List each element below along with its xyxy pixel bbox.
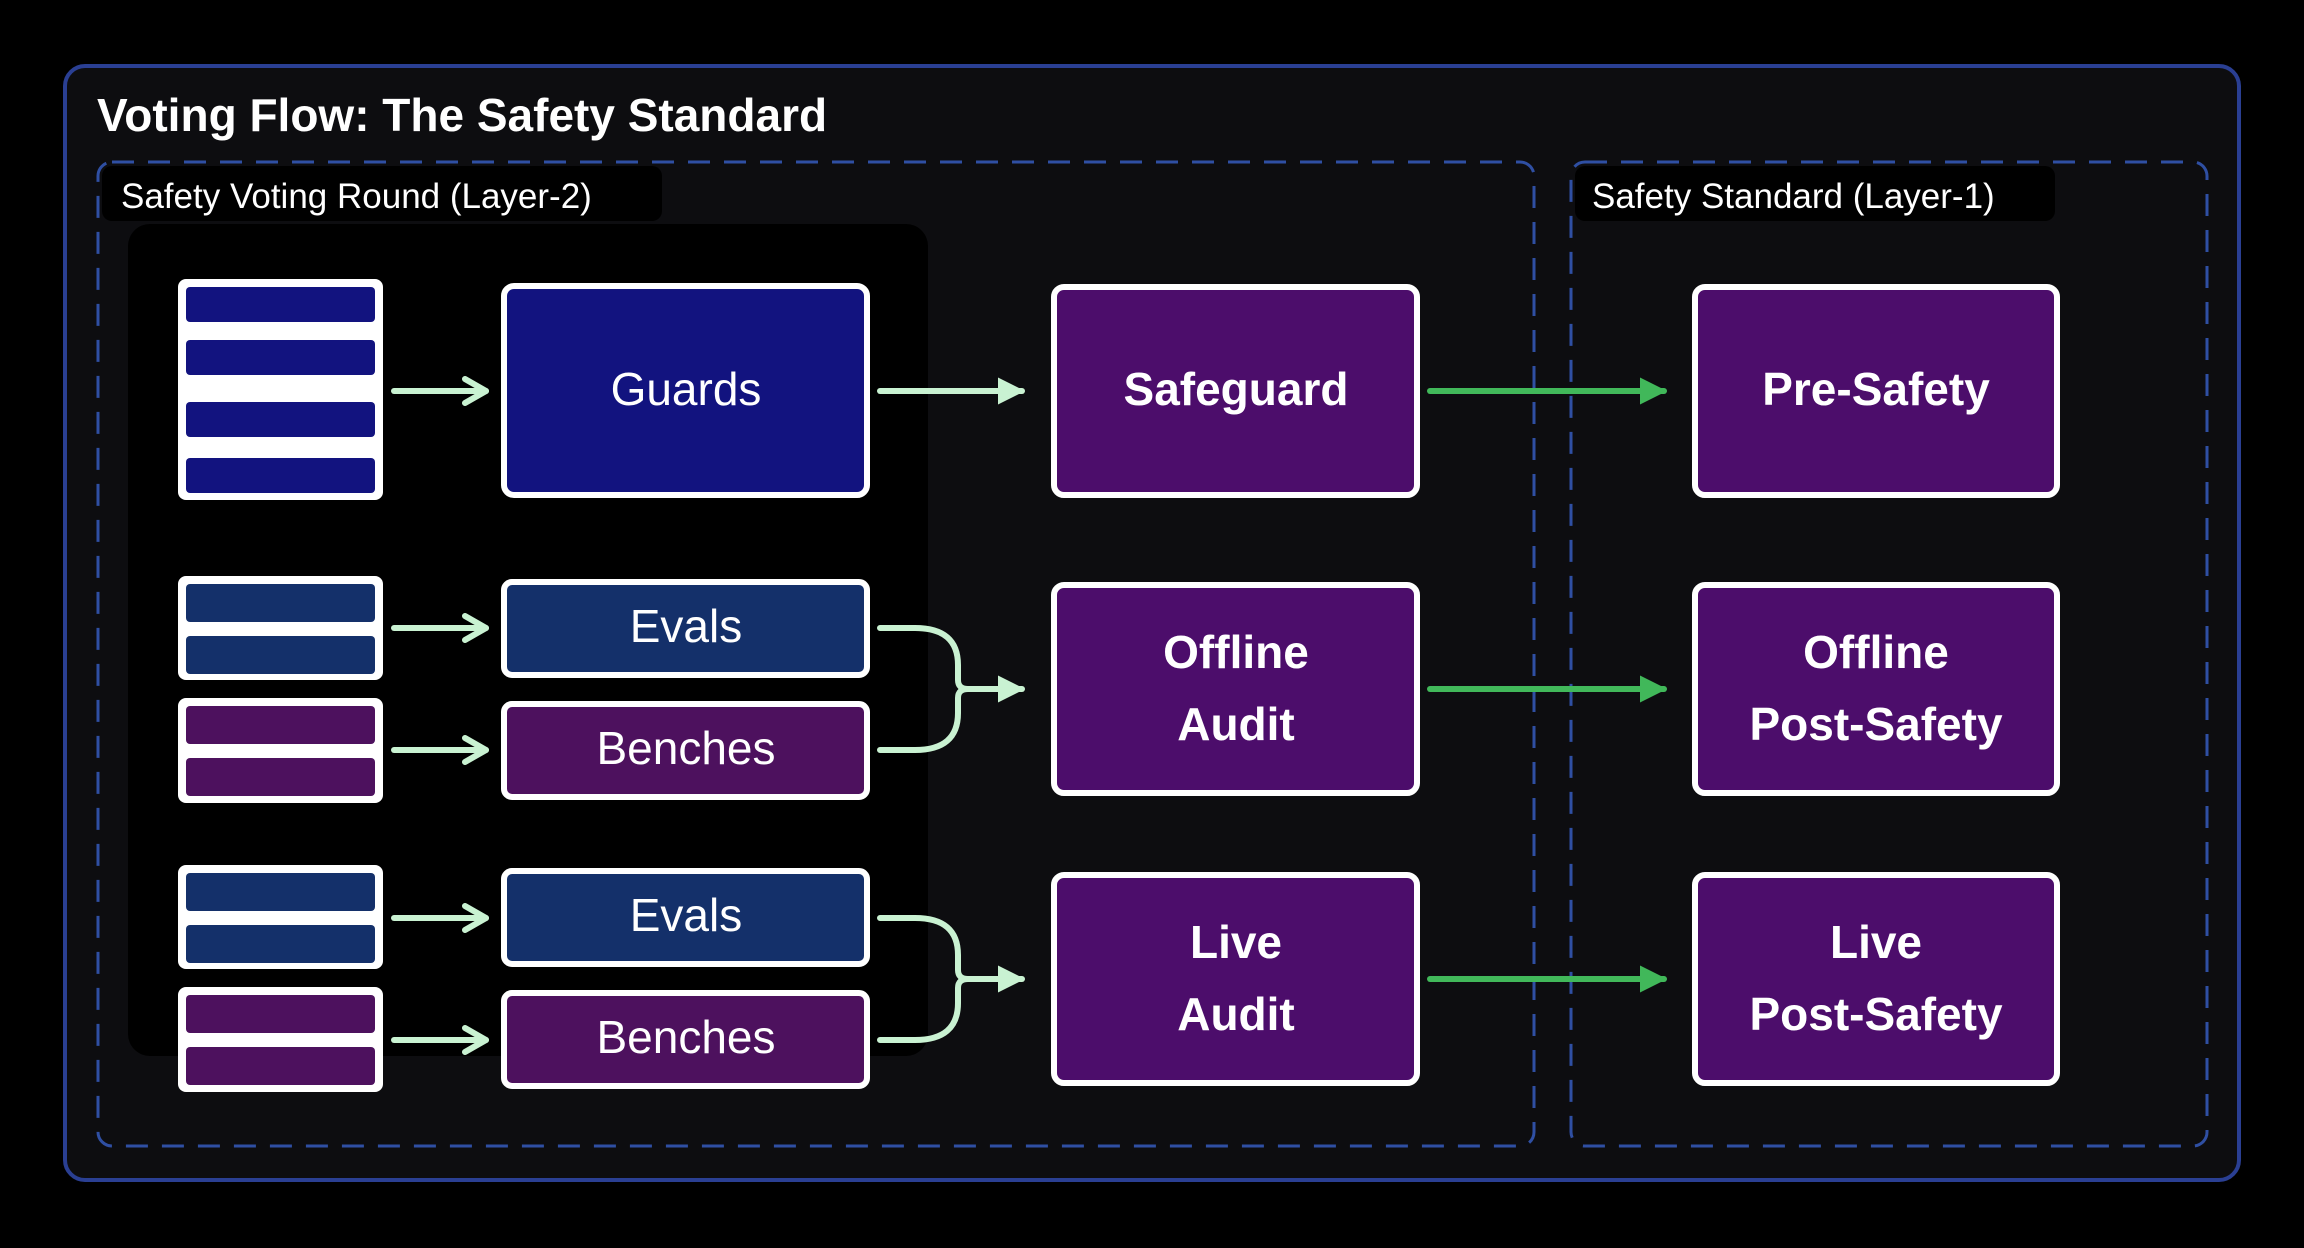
stack-bar xyxy=(186,340,375,375)
source-stack xyxy=(178,279,383,500)
live-post-safety-line-1: Live xyxy=(1830,916,1922,968)
guards-label: Guards xyxy=(611,363,762,415)
offline-audit-box xyxy=(1051,582,1420,796)
stack-bar xyxy=(186,925,375,963)
node-live-audit[interactable]: Live Audit xyxy=(1051,872,1420,1086)
row-2: Evals Benches Offline Audit Offline Post… xyxy=(178,576,2060,803)
group-layer1 xyxy=(1569,160,2209,1148)
pre-safety-box xyxy=(1692,284,2060,498)
live-audit-line-1: Live xyxy=(1190,916,1282,968)
node-guards[interactable]: Guards xyxy=(501,283,870,498)
live-post-safety-box xyxy=(1692,872,2060,1086)
guards-box xyxy=(501,283,870,498)
stack-bar xyxy=(186,458,375,493)
stack-bar xyxy=(186,287,375,322)
group-layer2-label: Safety Voting Round (Layer-2) xyxy=(121,177,592,216)
benches-box xyxy=(501,990,870,1089)
live-post-safety-line-2: Post-Safety xyxy=(1749,988,2002,1040)
evals-box xyxy=(501,579,870,678)
group-layer1-label: Safety Standard (Layer-1) xyxy=(1592,177,1995,216)
row-3: Evals Benches Live Audit Live Post-Safet… xyxy=(178,865,2060,1092)
node-live-post-safety[interactable]: Live Post-Safety xyxy=(1692,872,2060,1086)
pre-safety-label: Pre-Safety xyxy=(1762,363,1990,415)
stack-bar xyxy=(186,758,375,796)
offline-audit-line-2: Audit xyxy=(1177,698,1295,750)
evals-label: Evals xyxy=(630,600,742,652)
group-layer2-label-bg xyxy=(102,166,662,221)
stack-bar xyxy=(186,995,375,1033)
stack-bar xyxy=(186,873,375,911)
node-offline-post-safety[interactable]: Offline Post-Safety xyxy=(1692,582,2060,796)
live-audit-line-2: Audit xyxy=(1177,988,1295,1040)
stack-card xyxy=(178,279,383,500)
source-stack xyxy=(178,865,383,969)
node-safeguard[interactable]: Safeguard xyxy=(1051,284,1420,498)
node-evals[interactable]: Evals xyxy=(501,579,870,678)
group-layer2 xyxy=(96,160,1536,1148)
node-offline-audit[interactable]: Offline Audit xyxy=(1051,582,1420,796)
row-1: Guards Safeguard Pre-Safety xyxy=(178,279,2060,500)
offline-audit-line-1: Offline xyxy=(1163,626,1309,678)
source-stack xyxy=(178,987,383,1092)
safeguard-box xyxy=(1051,284,1420,498)
evals-box xyxy=(501,868,870,967)
merge-connector xyxy=(877,976,971,1043)
benches-label: Benches xyxy=(596,722,775,774)
node-evals[interactable]: Evals xyxy=(501,868,870,967)
node-benches[interactable]: Benches xyxy=(501,701,870,800)
group-layer1-label-bg xyxy=(1575,166,2055,221)
stack-bar xyxy=(186,1047,375,1085)
evals-label: Evals xyxy=(630,889,742,941)
stack-bar xyxy=(186,402,375,437)
source-stack xyxy=(178,576,383,680)
offline-post-safety-box xyxy=(1692,582,2060,796)
benches-label: Benches xyxy=(596,1011,775,1063)
node-pre-safety[interactable]: Pre-Safety xyxy=(1692,284,2060,498)
offline-post-safety-line-2: Post-Safety xyxy=(1749,698,2002,750)
source-stack xyxy=(178,698,383,803)
stack-bar xyxy=(186,636,375,674)
live-audit-box xyxy=(1051,872,1420,1086)
benches-box xyxy=(501,701,870,800)
safeguard-label: Safeguard xyxy=(1124,363,1349,415)
stack-bar xyxy=(186,706,375,744)
diagram-title: Voting Flow: The Safety Standard xyxy=(97,89,827,141)
node-benches[interactable]: Benches xyxy=(501,990,870,1089)
merge-connector xyxy=(877,686,971,753)
offline-post-safety-line-1: Offline xyxy=(1803,626,1949,678)
stack-bar xyxy=(186,584,375,622)
